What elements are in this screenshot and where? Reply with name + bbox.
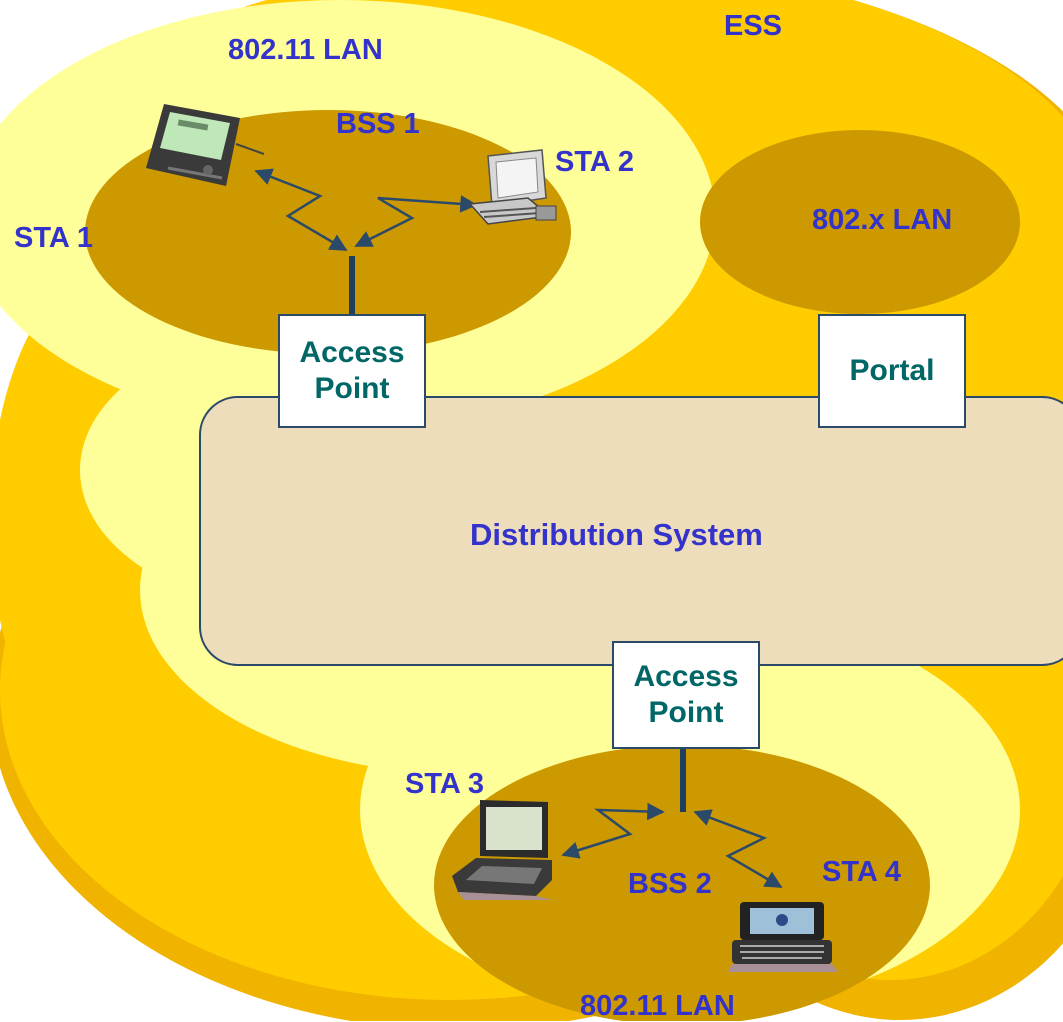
access-point-bottom-box: Access Point bbox=[612, 641, 760, 749]
ap-bottom-line1: Access bbox=[633, 660, 739, 693]
portal-box: Portal bbox=[818, 314, 966, 428]
pda-device-icon bbox=[146, 104, 265, 186]
lan-top-label: 802.11 LAN bbox=[228, 34, 383, 66]
sta2-label: STA 2 bbox=[555, 146, 634, 178]
sta3-label: STA 3 bbox=[405, 768, 484, 800]
ap-top-line2: Point bbox=[314, 372, 390, 405]
link-sta3-ap2 bbox=[561, 802, 665, 859]
lan-x-area bbox=[700, 130, 1020, 314]
ess-label: ESS bbox=[724, 10, 783, 42]
wireless-links bbox=[254, 168, 783, 889]
handheld-pc-icon bbox=[728, 902, 838, 972]
link-sta4-ap2 bbox=[693, 809, 783, 889]
ap-top-line1: Access bbox=[299, 336, 405, 369]
link-sta2-ap1 bbox=[354, 195, 478, 248]
portal-line1: Portal bbox=[849, 354, 935, 387]
bss1-label: BSS 1 bbox=[336, 108, 420, 140]
sta1-label: STA 1 bbox=[14, 222, 93, 254]
desktop-terminal-icon bbox=[468, 149, 557, 225]
sta4-label: STA 4 bbox=[822, 856, 901, 888]
access-point-top-box: Access Point bbox=[278, 314, 426, 428]
lan-bottom-label: 802.11 LAN bbox=[580, 990, 735, 1022]
distribution-system-label: Distribution System bbox=[470, 517, 763, 552]
bss2-label: BSS 2 bbox=[628, 868, 712, 900]
ap-bottom-line2: Point bbox=[648, 696, 724, 729]
laptop-icon bbox=[452, 800, 552, 900]
lan-x-label: 802.x LAN bbox=[812, 204, 953, 236]
link-sta1-ap1 bbox=[254, 168, 348, 252]
